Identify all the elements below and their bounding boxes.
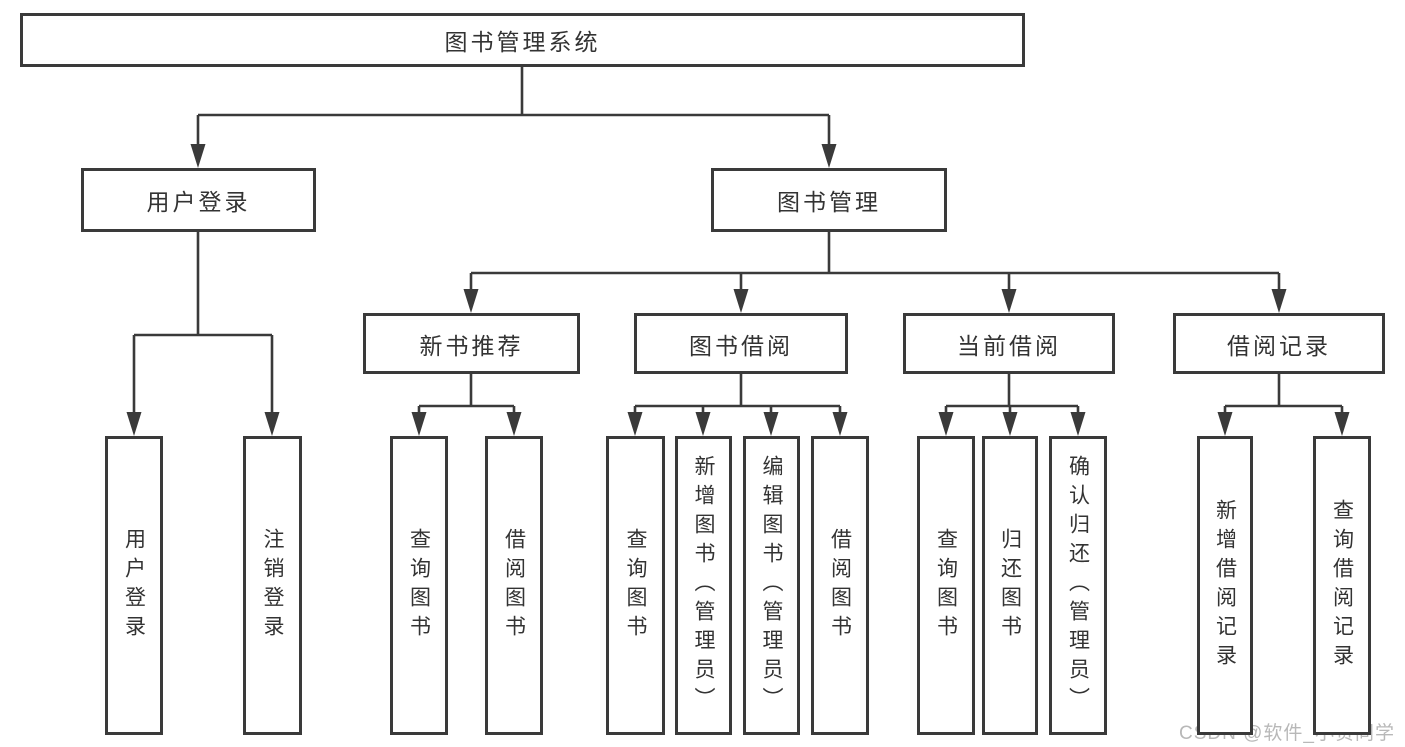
node-user-login-group: 用户登录: [81, 168, 316, 232]
node-label: 用户登录: [122, 527, 146, 644]
node-label: 注销登录: [261, 527, 284, 644]
node-label: 当前借阅: [957, 332, 1061, 359]
node-leaf-bw-add: 新增图书（管理员）: [675, 436, 732, 735]
node-current-borrow: 当前借阅: [903, 313, 1115, 374]
node-label: 借阅图书: [828, 527, 852, 644]
node-leaf-cur-confirm: 确认归还（管理员）: [1049, 436, 1107, 735]
node-label: 新增借阅记录: [1213, 498, 1237, 673]
arrow-head-icon: [126, 412, 142, 436]
node-label: 借阅图书: [502, 527, 526, 644]
node-label: 用户登录: [146, 189, 251, 215]
connector-line: [1223, 374, 1344, 416]
node-leaf-bw-edit: 编辑图书（管理员）: [743, 436, 800, 735]
node-label: 新增图书（管理员）: [692, 455, 715, 716]
arrow-head-icon: [821, 144, 837, 168]
arrow-head-icon: [1271, 289, 1287, 313]
arrow-head-icon: [627, 412, 643, 436]
arrow-head-icon: [763, 412, 779, 436]
arrow-head-icon: [1070, 412, 1086, 436]
node-label: 确认归还（管理员）: [1066, 455, 1090, 716]
node-label: 图书借阅: [689, 332, 793, 359]
node-leaf-rec-add: 新增借阅记录: [1197, 436, 1253, 735]
arrow-head-icon: [695, 412, 711, 436]
node-label: 图书管理系统: [444, 29, 601, 55]
connector-line: [132, 232, 274, 416]
node-label: 查询图书: [934, 527, 958, 644]
node-label: 编辑图书（管理员）: [760, 455, 783, 716]
node-borrow-records: 借阅记录: [1173, 313, 1385, 374]
node-leaf-cur-return: 归还图书: [982, 436, 1038, 735]
arrow-head-icon: [463, 289, 479, 313]
node-leaf-bw-borrow: 借阅图书: [811, 436, 869, 735]
node-leaf-rec-query: 查询借阅记录: [1313, 436, 1371, 735]
arrow-head-icon: [1002, 412, 1018, 436]
arrow-head-icon: [938, 412, 954, 436]
node-new-book-rec: 新书推荐: [363, 313, 580, 374]
arrow-head-icon: [1001, 289, 1017, 313]
node-book-borrow: 图书借阅: [634, 313, 848, 374]
node-label: 新书推荐: [419, 332, 524, 359]
node-leaf-nb-borrow: 借阅图书: [485, 436, 543, 735]
connector-line: [196, 67, 831, 148]
node-label: 查询图书: [407, 527, 431, 644]
connector-line: [633, 374, 842, 416]
node-root: 图书管理系统: [20, 13, 1025, 67]
arrow-head-icon: [506, 412, 522, 436]
arrow-head-icon: [190, 144, 206, 168]
node-label: 查询借阅记录: [1330, 498, 1354, 673]
node-leaf-user-login: 用户登录: [105, 436, 163, 735]
node-leaf-nb-query: 查询图书: [390, 436, 448, 735]
arrow-head-icon: [832, 412, 848, 436]
node-label: 归还图书: [998, 527, 1022, 644]
arrow-head-icon: [411, 412, 427, 436]
arrow-head-icon: [1334, 412, 1350, 436]
connector-line: [469, 232, 1281, 293]
arrow-head-icon: [1217, 412, 1233, 436]
node-leaf-bw-query: 查询图书: [606, 436, 665, 735]
arrow-head-icon: [733, 289, 749, 313]
connector-line: [417, 374, 516, 416]
node-book-mgmt-group: 图书管理: [711, 168, 947, 232]
arrow-head-icon: [264, 412, 280, 436]
node-label: 借阅记录: [1227, 332, 1331, 359]
node-leaf-logout: 注销登录: [243, 436, 302, 735]
connector-line: [944, 374, 1080, 416]
node-label: 查询图书: [624, 527, 647, 644]
node-label: 图书管理: [777, 189, 881, 215]
node-leaf-cur-query: 查询图书: [917, 436, 975, 735]
